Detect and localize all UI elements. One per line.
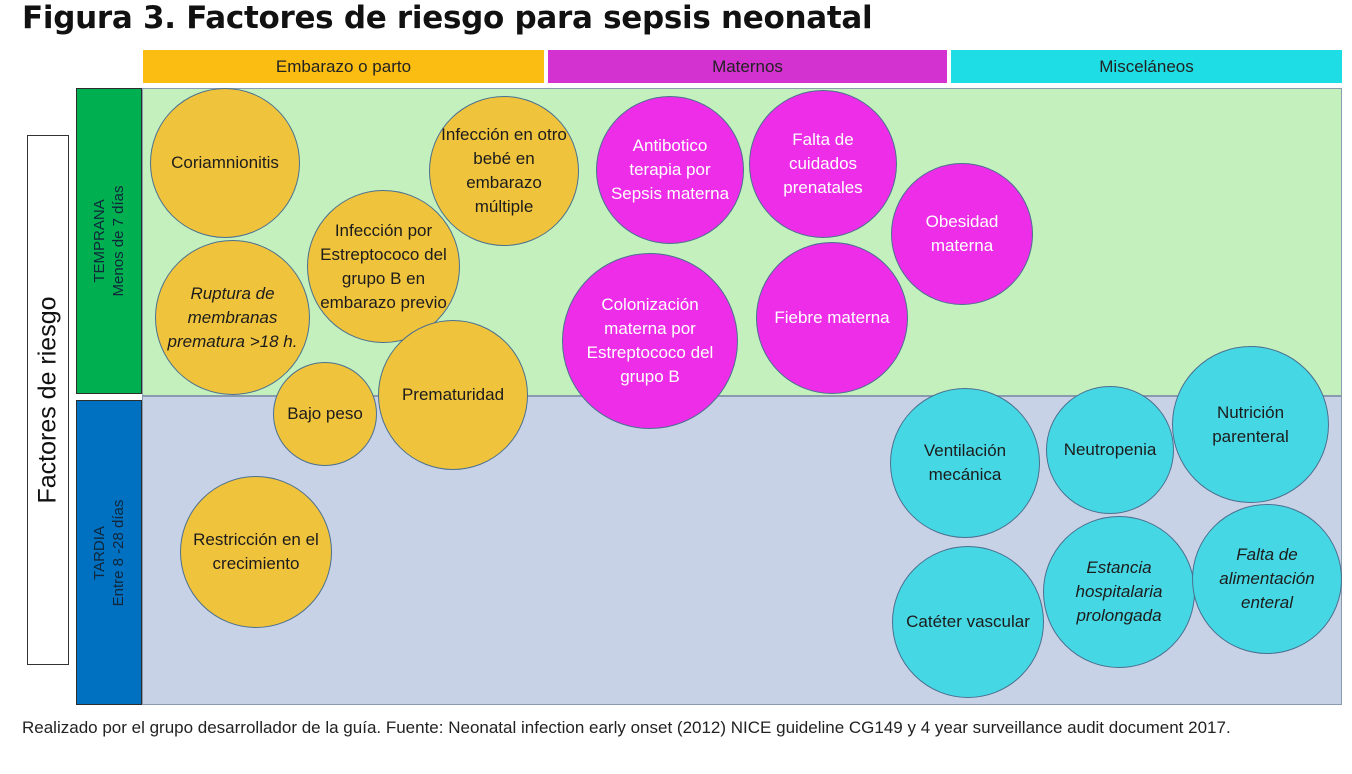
- factor-label: Coriamnionitis: [171, 153, 279, 172]
- factor-infeccion-multiple: Infección en otro bebé en embarazo múlti…: [429, 96, 579, 246]
- factor-antibiotico: Antibotico terapia por Sepsis materna: [596, 96, 744, 244]
- factor-alimentacion-enteral: Falta de alimentación enteral: [1192, 504, 1342, 654]
- factor-label: Prematuridad: [401, 385, 505, 404]
- factor-prematuridad: Prematuridad: [378, 320, 528, 470]
- factor-bajo-peso: Bajo peso: [273, 362, 377, 466]
- row-band-line2: Menos de 7 días: [110, 185, 127, 297]
- factor-nutricion-parenteral: Nutrición parenteral: [1172, 346, 1329, 503]
- column-header-embarazo: Embarazo o parto: [143, 50, 544, 83]
- factor-label: Infección por Estreptococo del grupo B e…: [320, 220, 447, 312]
- factor-colonizacion: Colonización materna por Estreptococo de…: [562, 253, 738, 429]
- factor-restriccion-crecimiento: Restricción en el crecimiento: [180, 476, 332, 628]
- factor-label: Bajo peso: [287, 404, 363, 423]
- figure-title: Figura 3. Factores de riesgo para sepsis…: [22, 0, 873, 36]
- factor-obesidad-materna: Obesidad materna: [891, 163, 1033, 305]
- side-label-box: Factores de riesgo: [27, 135, 69, 665]
- factor-cateter-vascular: Catéter vascular: [892, 546, 1044, 698]
- factor-fiebre-materna: Fiebre materna: [756, 242, 908, 394]
- factor-ventilacion-mecanica: Ventilación mecánica: [890, 388, 1040, 538]
- factor-neutropenia: Neutropenia: [1046, 386, 1174, 514]
- factor-label: Falta de cuidados prenatales: [783, 130, 863, 197]
- factor-ruptura-membranas: Ruptura de membranas prematura >18 h.: [155, 240, 310, 395]
- row-band-line1: TEMPRANA: [91, 199, 108, 283]
- source-caption: Realizado por el grupo desarrollador de …: [22, 718, 1231, 737]
- row-band-line1: TARDIA: [91, 525, 108, 580]
- factor-label: Antibotico terapia por Sepsis materna: [610, 136, 730, 203]
- row-band-label: TARDIA Entre 8 -28 días: [90, 499, 128, 606]
- factor-label: Nutrición parenteral: [1212, 402, 1289, 446]
- factor-label: Fiebre materna: [774, 308, 890, 327]
- factor-label: Falta de alimentación enteral: [1219, 545, 1315, 612]
- column-header-label: Embarazo o parto: [275, 56, 412, 76]
- factor-label: Obesidad materna: [925, 212, 999, 255]
- factor-label: Estancia hospitalaria prolongada: [1075, 558, 1163, 625]
- factor-label: Ruptura de membranas prematura >18 h.: [167, 283, 298, 351]
- row-band-tardia: TARDIA Entre 8 -28 días: [76, 400, 142, 705]
- column-header-maternos: Maternos: [548, 50, 947, 83]
- factor-cuidados-prenatales: Falta de cuidados prenatales: [749, 90, 897, 238]
- factor-label: Colonización materna por Estreptococo de…: [586, 295, 714, 386]
- factor-estancia-prolongada: Estancia hospitalaria prolongada: [1043, 516, 1195, 668]
- column-header-label: Misceláneos: [1099, 56, 1194, 76]
- factor-estreptococo-previo: Infección por Estreptococo del grupo B e…: [307, 190, 460, 343]
- column-header-label: Maternos: [712, 56, 783, 76]
- side-label-text: Factores de riesgo: [33, 296, 62, 504]
- factor-label: Restricción en el crecimiento: [193, 530, 319, 573]
- factor-coriamnionitis: Coriamnionitis: [150, 88, 300, 238]
- column-header-miscelaneos: Misceláneos: [951, 50, 1342, 83]
- row-band-label: TEMPRANA Menos de 7 días: [90, 186, 128, 297]
- factor-label: Ventilación mecánica: [923, 441, 1007, 484]
- factor-label: Catéter vascular: [906, 612, 1030, 631]
- row-band-line2: Entre 8 -28 días: [110, 499, 127, 606]
- factor-label: Neutropenia: [1063, 440, 1157, 459]
- row-band-temprana: TEMPRANA Menos de 7 días: [76, 88, 142, 394]
- factor-label: Infección en otro bebé en embarazo múlti…: [441, 125, 567, 216]
